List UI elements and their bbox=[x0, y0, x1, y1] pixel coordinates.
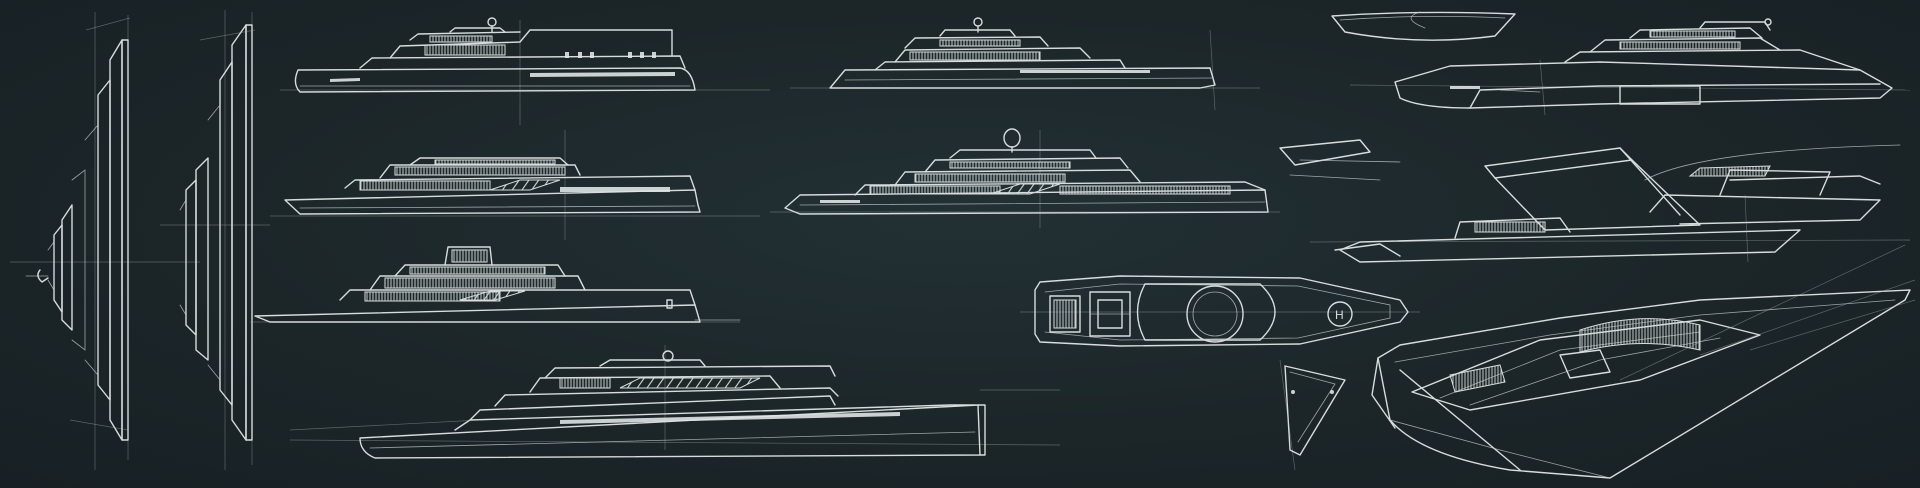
top-view-sketch: H bbox=[1020, 275, 1420, 347]
profile-sketch-3 bbox=[250, 246, 741, 323]
bow-detail-sketch bbox=[1279, 359, 1346, 471]
profile-sketch-2 bbox=[270, 130, 760, 240]
profile-sketch-5 bbox=[790, 17, 1260, 111]
profile-sketch-6 bbox=[770, 128, 1280, 228]
profile-sketch-4 bbox=[289, 345, 1061, 459]
perspective-sketch-1 bbox=[1331, 11, 1516, 41]
perspective-sketch-3 bbox=[1279, 139, 1911, 263]
perspective-sketch-2 bbox=[1349, 18, 1911, 116]
profile-1-windows bbox=[565, 52, 656, 58]
profile-sketch-1 bbox=[280, 17, 770, 125]
perspective-sketch-4 bbox=[1371, 244, 1916, 479]
front-view-sketch-2 bbox=[160, 10, 270, 470]
front-view-sketch-1 bbox=[10, 12, 200, 470]
helipad-h-mark: H bbox=[1335, 308, 1344, 322]
